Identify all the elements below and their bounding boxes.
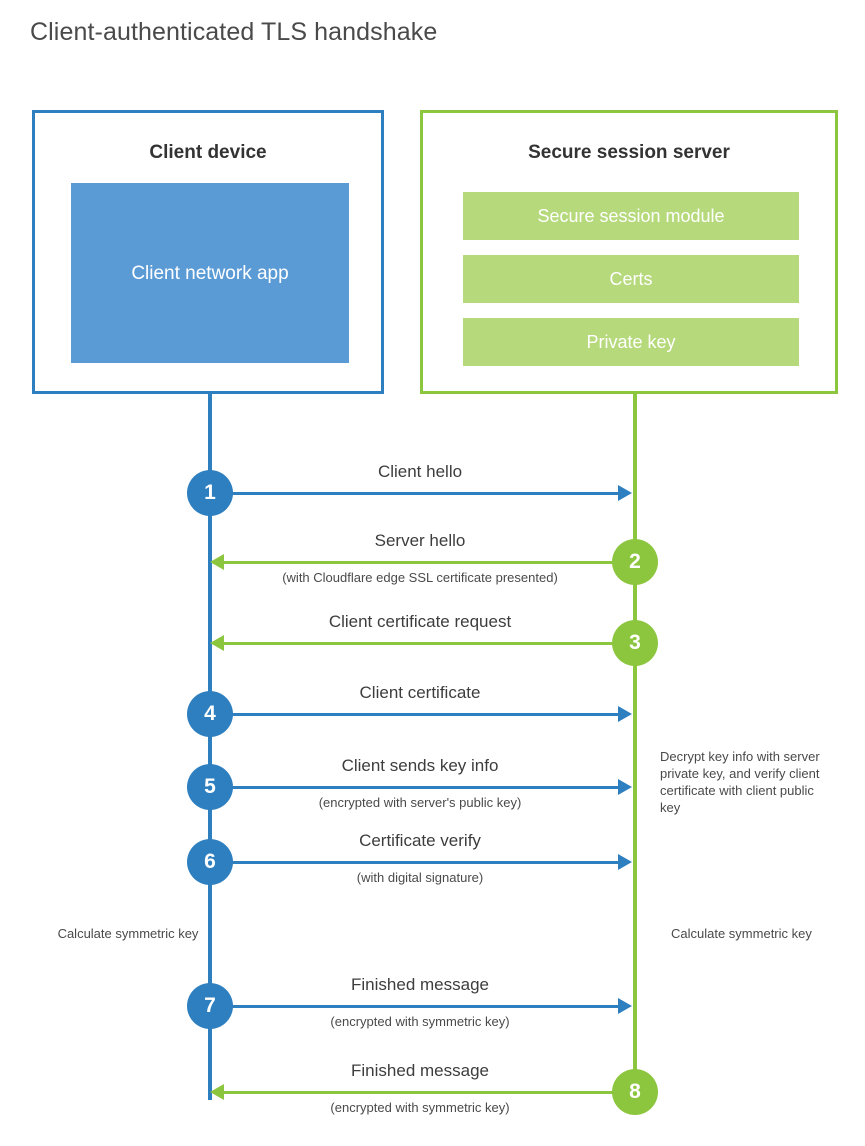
step-circle-2: 2 xyxy=(612,539,658,585)
server-block-label: Certs xyxy=(609,268,653,289)
arrow-shaft xyxy=(210,713,618,716)
arrow-shaft xyxy=(210,861,618,864)
actor-box-client: Client device Client network app xyxy=(32,110,384,394)
step-circle-5: 5 xyxy=(187,764,233,810)
client-network-app-block: Client network app xyxy=(71,183,349,363)
step-circle-8: 8 xyxy=(612,1069,658,1115)
server-block-certs: Certs xyxy=(463,255,799,303)
note-client-calculate-symmetric-key: Calculate symmetric key xyxy=(57,926,199,941)
message-label: Certificate verify xyxy=(359,831,481,850)
message-sublabel: (with digital signature) xyxy=(356,870,484,885)
arrow-head-left-icon xyxy=(210,1084,224,1100)
message-label: Finished message xyxy=(351,975,489,994)
arrow-head-right-icon xyxy=(618,779,632,795)
arrow-shaft xyxy=(210,492,618,495)
step-number: 6 xyxy=(204,850,216,873)
arrow-shaft xyxy=(224,1091,633,1094)
message-label: Client certificate request xyxy=(328,612,512,631)
lifeline-client xyxy=(208,394,212,1100)
step-number: 7 xyxy=(204,994,216,1017)
server-block-label: Secure session module xyxy=(537,205,725,226)
server-block-secure-session-module: Secure session module xyxy=(463,192,799,240)
step-circle-3: 3 xyxy=(612,620,658,666)
arrow-head-left-icon xyxy=(210,635,224,651)
message-sublabel: (with Cloudflare edge SSL certificate pr… xyxy=(282,570,558,585)
message-label: Client certificate xyxy=(359,683,481,702)
arrow-head-left-icon xyxy=(210,554,224,570)
note-server-calculate-symmetric-key: Calculate symmetric key xyxy=(671,926,812,941)
server-block-label: Private key xyxy=(586,331,676,352)
message-label: Server hello xyxy=(374,531,466,550)
client-device-title: Client device xyxy=(149,142,267,163)
actor-box-server: Secure session server Secure session mod… xyxy=(420,110,838,394)
page-title: Client-authenticated TLS handshake xyxy=(30,18,438,46)
lifeline-server xyxy=(633,394,637,1092)
arrow-head-right-icon xyxy=(618,706,632,722)
step-circle-4: 4 xyxy=(187,691,233,737)
arrow-head-right-icon xyxy=(618,854,632,870)
message-label: Finished message xyxy=(351,1061,489,1080)
message-label: Client sends key info xyxy=(341,756,499,775)
client-network-app-label: Client network app xyxy=(131,262,289,284)
step-circle-7: 7 xyxy=(187,983,233,1029)
step-circle-1: 1 xyxy=(187,470,233,516)
step-number: 4 xyxy=(204,702,216,725)
arrow-head-right-icon xyxy=(618,485,632,501)
arrow-shaft xyxy=(210,786,618,789)
arrow-shaft xyxy=(224,642,633,645)
step-number: 1 xyxy=(204,481,216,504)
message-sublabel: (encrypted with symmetric key) xyxy=(330,1014,510,1029)
step-number: 8 xyxy=(629,1080,641,1103)
message-sublabel: (encrypted with server's public key) xyxy=(318,795,522,810)
arrow-shaft xyxy=(210,1005,618,1008)
arrow-shaft xyxy=(224,561,633,564)
step-number: 5 xyxy=(204,775,216,798)
arrow-head-right-icon xyxy=(618,998,632,1014)
message-sublabel: (encrypted with symmetric key) xyxy=(330,1100,510,1115)
step-circle-6: 6 xyxy=(187,839,233,885)
step-number: 3 xyxy=(629,631,641,654)
note-server-decrypt: Decrypt key info with server private key… xyxy=(660,749,820,815)
step-number: 2 xyxy=(629,550,641,573)
server-block-private-key: Private key xyxy=(463,318,799,366)
secure-session-server-title: Secure session server xyxy=(528,142,730,163)
message-label: Client hello xyxy=(377,462,463,481)
